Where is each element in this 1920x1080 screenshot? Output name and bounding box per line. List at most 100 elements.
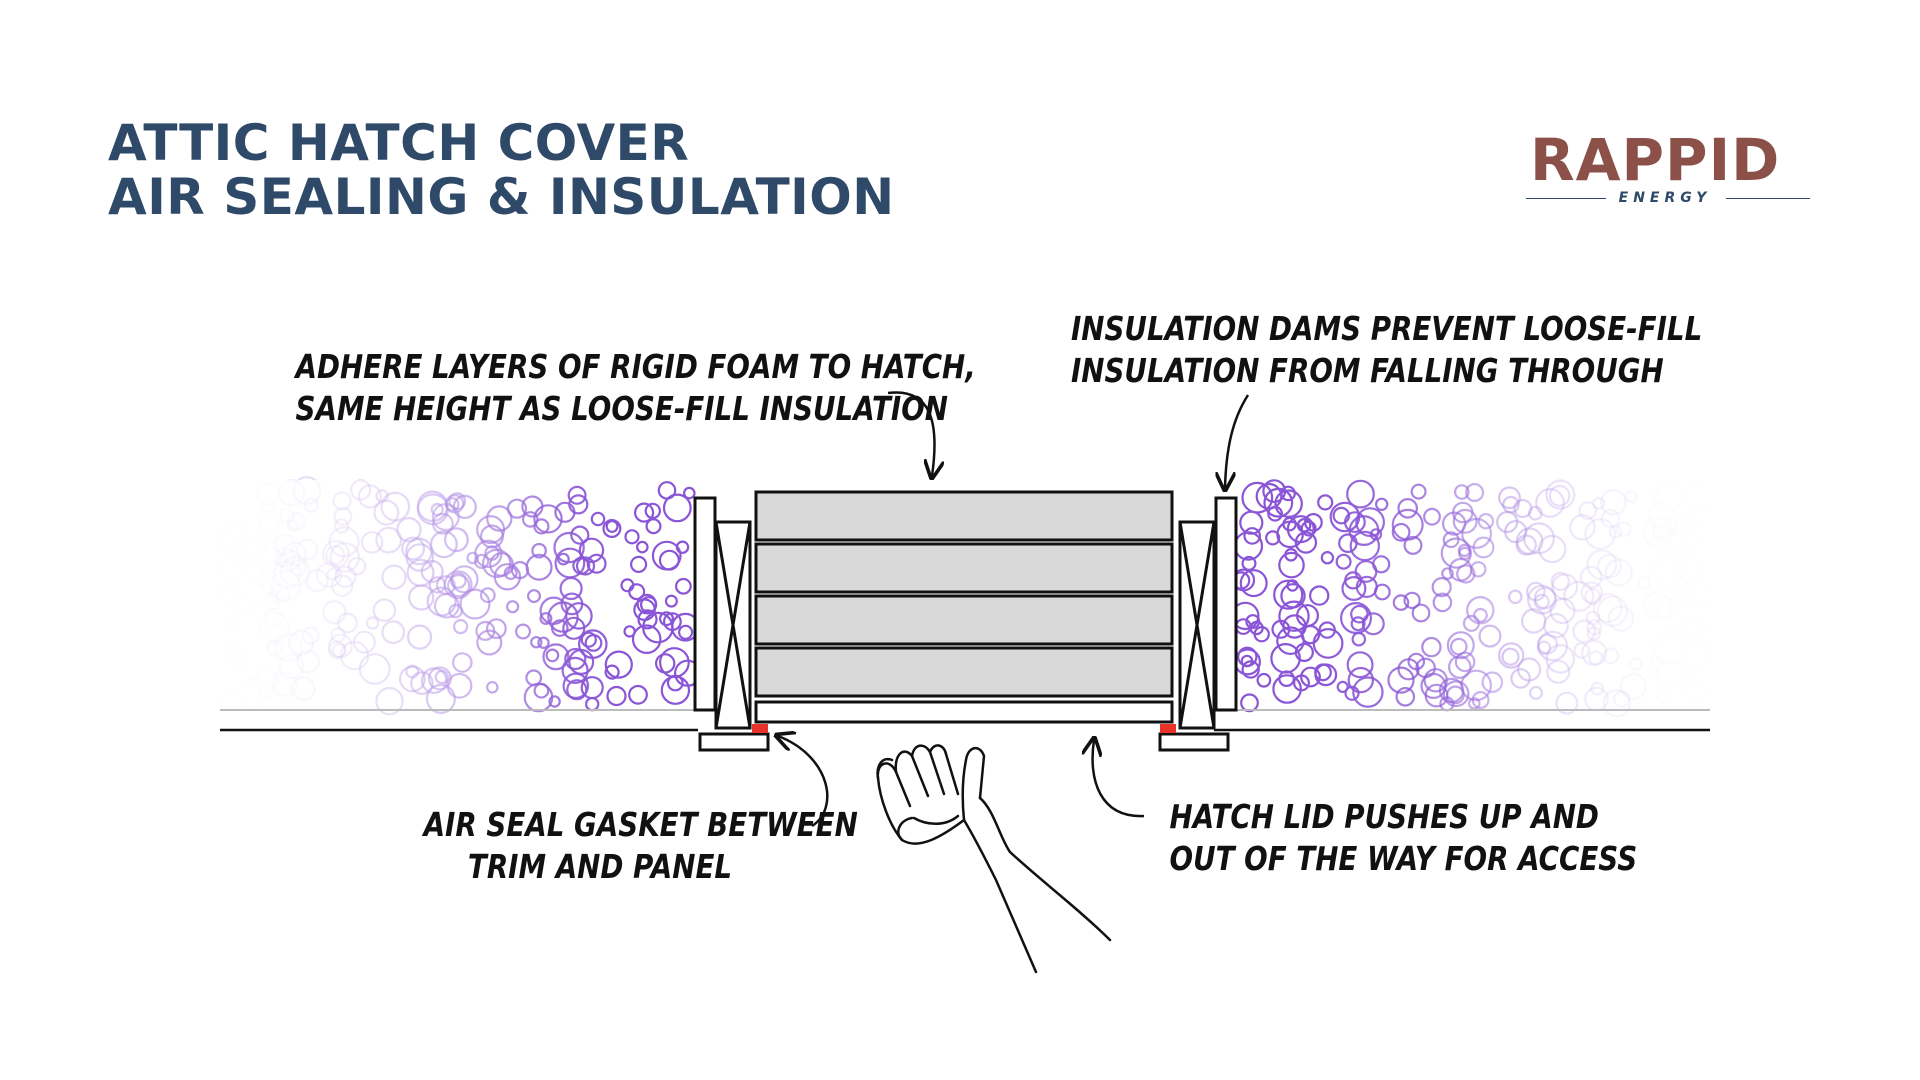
insulation-bubble [628, 684, 648, 705]
insulation-fade-right [1420, 480, 1720, 720]
insulation-bubble [623, 625, 636, 638]
air-seal-gasket-right [1160, 724, 1176, 733]
insulation-bubble [606, 685, 627, 707]
insulation-bubble [1355, 575, 1378, 599]
insulation-bubble [1255, 482, 1283, 510]
insulation-bubble [631, 624, 662, 654]
arrow-gasket [778, 736, 829, 828]
insulation-bubble [1397, 658, 1420, 681]
insulation-bubble [1349, 530, 1381, 562]
insulation-bubble [1403, 591, 1421, 610]
insulation-bubble [658, 611, 674, 627]
insulation-bubble [605, 519, 619, 533]
hatch-framing-left [714, 520, 752, 730]
insulation-bubble [1300, 666, 1321, 688]
insulation-bubble [1387, 666, 1415, 694]
insulation-bubble [664, 594, 678, 608]
title-line-2: AIR SEALING & INSULATION [108, 168, 895, 226]
insulation-bubble [1240, 693, 1259, 713]
insulation-bubble [1296, 517, 1312, 533]
insulation-bubble [1241, 555, 1257, 571]
insulation-bubble [1373, 583, 1391, 601]
callout-rigid-foam: ADHERE LAYERS OF RIGID FOAM TO HATCH, SA… [295, 346, 976, 430]
insulation-bubble [1243, 527, 1261, 545]
trim-left [698, 732, 770, 752]
callout-insulation-dams: INSULATION DAMS PREVENT LOOSE-FILL INSUL… [1070, 308, 1702, 392]
insulation-bubble [635, 540, 649, 554]
insulation-bubble [1317, 494, 1334, 511]
callout-air-seal-gasket: AIR SEAL GASKET BETWEEN TRIM AND PANEL [424, 804, 858, 888]
hatch-lid-panel [754, 700, 1174, 724]
insulation-bubble [1392, 594, 1410, 611]
insulation-bubble [1352, 676, 1384, 708]
insulation-bubble [1329, 501, 1361, 533]
insulation-bubble [604, 650, 633, 679]
insulation-bubble [1351, 631, 1367, 647]
insulation-bubble [1239, 510, 1264, 535]
insulation-bubble [1350, 604, 1369, 624]
insulation-bubble [1256, 672, 1272, 688]
insulation-bubble [1336, 680, 1349, 694]
logo-rule-right [1726, 198, 1810, 199]
rigid-foam-layers [754, 490, 1174, 698]
logo-wordmark: RAPPID [1530, 126, 1781, 194]
insulation-bubble [1233, 531, 1264, 561]
insulation-bubble [675, 577, 692, 595]
air-seal-gasket-left [752, 724, 768, 733]
callout-rigid-foam-line-1: ADHERE LAYERS OF RIGID FOAM TO HATCH, [295, 347, 976, 386]
insulation-bubble [1294, 531, 1318, 554]
callout-air-seal-gasket-line-2: TRIM AND PANEL [467, 847, 733, 886]
insulation-bubble [584, 634, 603, 652]
insulation-bubble [655, 653, 676, 674]
insulation-bubble [1272, 674, 1302, 704]
insulation-bubble [642, 611, 674, 644]
insulation-bubble [644, 502, 662, 520]
insulation-bubble [1303, 513, 1323, 532]
rigid-foam-layer [754, 542, 1174, 594]
callout-insulation-dams-line-2: INSULATION FROM FALLING THROUGH [1070, 351, 1664, 390]
logo-subtitle: ENERGY [1618, 190, 1712, 206]
insulation-bubble [645, 518, 662, 535]
insulation-bubble [1347, 666, 1375, 694]
insulation-bubble [585, 696, 600, 712]
insulation-bubble [662, 493, 692, 523]
insulation-bubble [1273, 579, 1304, 610]
insulation-bubble [1395, 686, 1416, 707]
insulation-bubble [580, 631, 597, 648]
insulation-bubble [1320, 551, 1335, 565]
insulation-dam-right [1214, 496, 1238, 712]
hatch-framing-right [1178, 520, 1216, 730]
insulation-bubble [1341, 575, 1367, 601]
insulation-bubble [1265, 530, 1281, 546]
insulation-bubble [633, 502, 655, 523]
insulation-bubble [1335, 553, 1352, 570]
insulation-bubble [590, 511, 606, 527]
insulation-bubble [651, 540, 682, 571]
insulation-bubble [1278, 551, 1305, 579]
insulation-bubble [1339, 601, 1372, 634]
insulation-bubble [1391, 522, 1411, 542]
insulation-bubble [1278, 670, 1295, 687]
insulation-bubble [1241, 660, 1260, 679]
insulation-bubble [1332, 506, 1351, 525]
insulation-bubble [1271, 619, 1291, 639]
callout-hatch-lid-line-2: OUT OF THE WAY FOR ACCESS [1169, 839, 1638, 878]
callout-hatch-lid-line-1: HATCH LID PUSHES UP AND [1169, 797, 1599, 836]
rigid-foam-layer [754, 490, 1174, 542]
insulation-bubble [1308, 585, 1330, 606]
insulation-bubble [677, 624, 694, 640]
callout-hatch-lid: HATCH LID PUSHES UP AND OUT OF THE WAY F… [1169, 796, 1638, 880]
insulation-bubble [1239, 569, 1268, 598]
insulation-bubble [1318, 621, 1336, 639]
logo-rule-left [1526, 198, 1606, 199]
hand-icon [876, 744, 1112, 974]
insulation-bubble [1282, 614, 1307, 639]
insulation-bubble [1350, 616, 1366, 632]
insulation-bubble [637, 609, 658, 630]
insulation-bubble [1270, 642, 1301, 674]
callout-rigid-foam-line-2: SAME HEIGHT AS LOOSE-FILL INSULATION [295, 389, 949, 428]
insulation-bubble [1361, 612, 1385, 636]
insulation-bubble [639, 596, 658, 614]
arrow-insulation-dam [1225, 394, 1250, 488]
